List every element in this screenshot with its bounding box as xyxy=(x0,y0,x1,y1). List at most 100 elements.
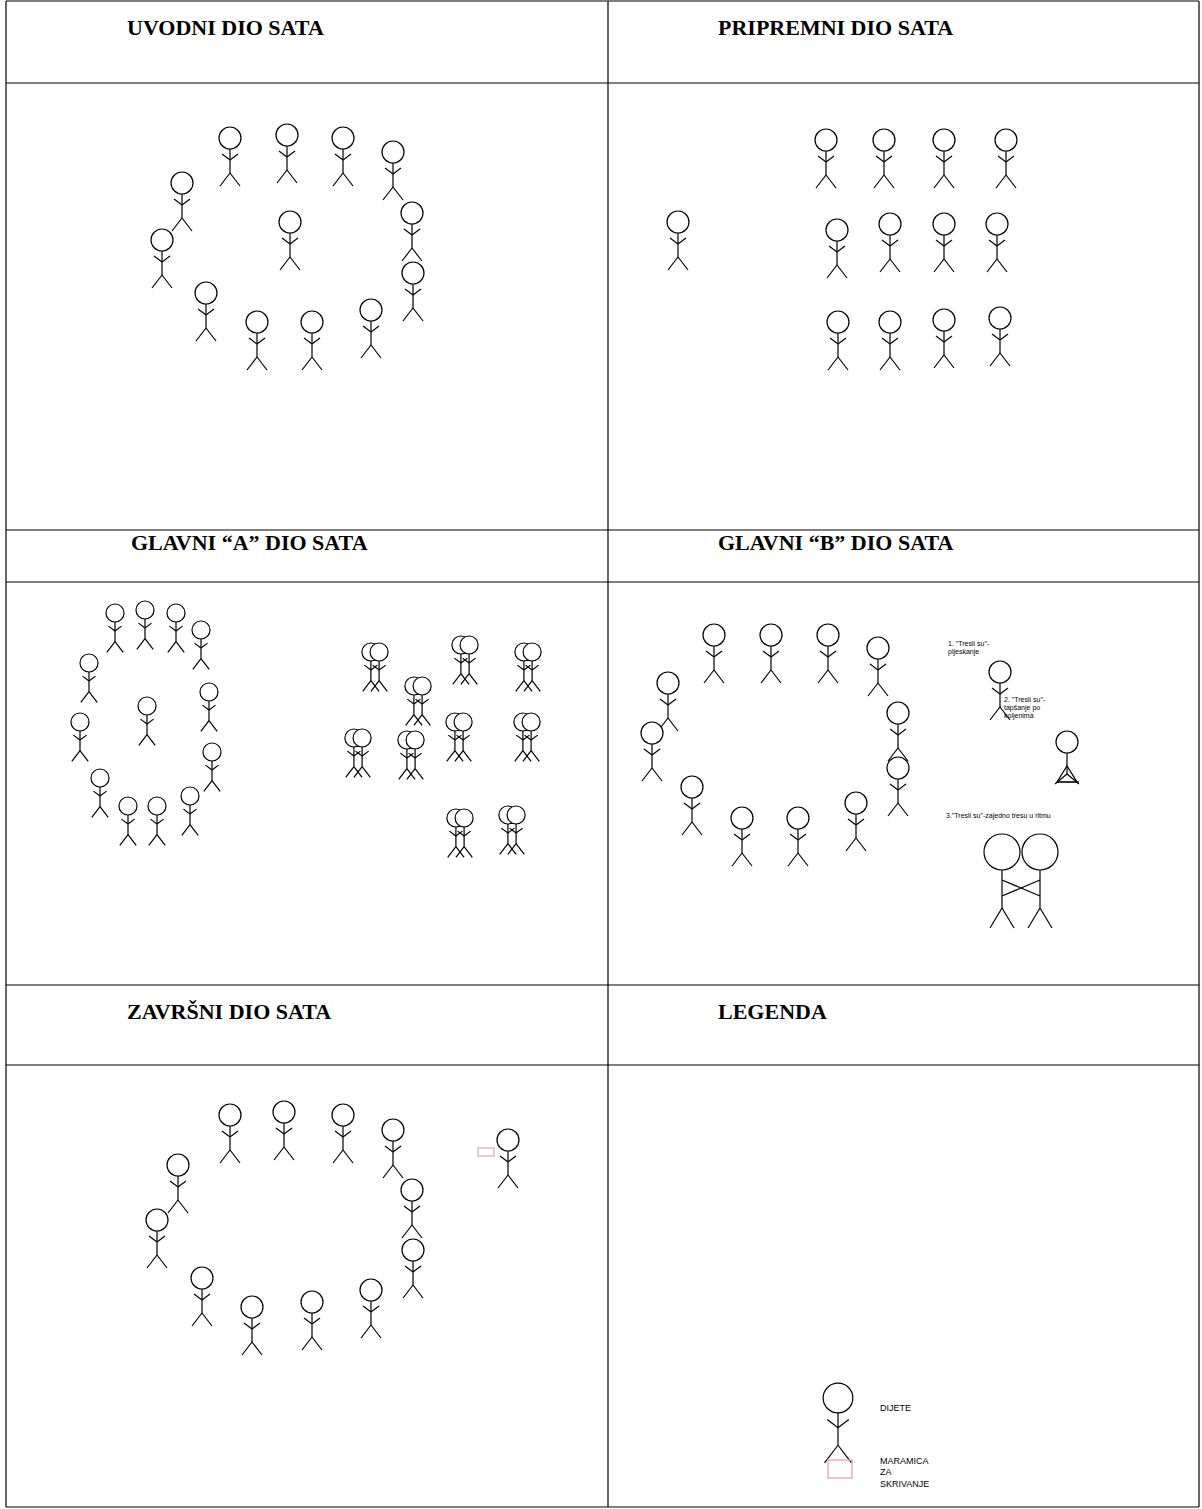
table-rule xyxy=(607,1,608,1507)
child-figure xyxy=(460,636,478,684)
child-figure xyxy=(241,1296,263,1355)
legend-text: MARAMICA ZA SKRIVANJE xyxy=(880,1456,940,1490)
table-rule xyxy=(5,1,6,1507)
child-figure xyxy=(219,127,241,186)
table-grid xyxy=(6,1,1199,1507)
section-heading: LEGENDA xyxy=(718,999,827,1025)
handkerchief xyxy=(478,1148,494,1156)
child-figure xyxy=(80,654,98,702)
child-figure xyxy=(148,797,166,845)
child-figure xyxy=(138,697,156,745)
child-figure xyxy=(370,643,388,691)
table-rule xyxy=(1198,1,1199,1507)
child-figure xyxy=(995,129,1017,188)
child-figure xyxy=(989,307,1011,366)
pair-figure xyxy=(984,834,1058,928)
child-figure xyxy=(867,637,889,696)
child-figure xyxy=(703,624,725,683)
child-figure xyxy=(787,807,809,866)
child-figure xyxy=(887,702,909,761)
section-heading: UVODNI DIO SATA xyxy=(127,15,324,41)
child-figure xyxy=(823,1383,853,1463)
child-figure xyxy=(522,713,540,761)
child-figure xyxy=(382,1119,404,1178)
child-figure xyxy=(845,792,867,851)
child-figure xyxy=(933,213,955,272)
child-figure xyxy=(382,141,404,200)
child-figure xyxy=(167,1154,189,1213)
child-figure xyxy=(667,211,689,270)
child-figure xyxy=(986,213,1008,272)
legend-handkerchief xyxy=(828,1460,852,1478)
child-figure xyxy=(760,624,782,683)
table-rule xyxy=(6,0,1199,1)
child-figure xyxy=(279,211,301,270)
section-heading: PRIPREMNI DIO SATA xyxy=(718,15,953,41)
child-figure xyxy=(301,1291,323,1350)
table-rule xyxy=(6,82,1199,83)
table-rule xyxy=(6,984,1199,985)
child-figure xyxy=(731,807,753,866)
child-figure xyxy=(933,309,955,368)
child-figure xyxy=(401,202,423,261)
child-figure xyxy=(91,769,109,817)
child-figure xyxy=(454,713,472,761)
child-figure xyxy=(106,604,124,652)
child-figure xyxy=(815,129,837,188)
child-figure xyxy=(167,604,185,652)
section-heading: ZAVRŠNI DIO SATA xyxy=(127,999,331,1025)
child-figure xyxy=(523,643,541,691)
child-figure xyxy=(413,677,431,725)
child-figure xyxy=(887,757,909,816)
child-figure xyxy=(246,311,268,370)
child-figure xyxy=(276,124,298,183)
child-figure xyxy=(497,1129,519,1188)
child-figure xyxy=(402,1239,424,1298)
child-figure xyxy=(681,776,703,835)
child-figure xyxy=(203,743,221,791)
child-figure xyxy=(119,797,137,845)
child-figure xyxy=(136,601,154,649)
child-figure xyxy=(273,1101,295,1160)
child-figure xyxy=(873,129,895,188)
child-figure xyxy=(507,806,525,854)
child-figure xyxy=(192,621,210,669)
child-figure xyxy=(360,1279,382,1338)
child-figure xyxy=(332,127,354,186)
child-figure xyxy=(989,661,1011,720)
child-figure xyxy=(879,213,901,272)
child-figure xyxy=(191,1267,213,1326)
child-figure xyxy=(826,219,848,278)
section-heading: GLAVNI “A” DIO SATA xyxy=(131,530,368,556)
activity-note: 2. "Tresli su"- tapšanje po koljenima xyxy=(1004,696,1060,720)
child-figure xyxy=(406,731,424,779)
child-figure xyxy=(332,1104,354,1163)
child-figure xyxy=(817,624,839,683)
child-figure xyxy=(301,311,323,370)
child-figure xyxy=(827,311,849,370)
child-figure xyxy=(657,672,679,731)
child-figure xyxy=(151,229,173,288)
child-figure xyxy=(360,299,382,358)
child-figure xyxy=(353,729,371,777)
child-figure xyxy=(455,809,473,857)
child-figure xyxy=(219,1104,241,1163)
child-figure xyxy=(401,1179,423,1238)
table-rule xyxy=(6,1064,1199,1065)
table-rule xyxy=(6,581,1199,582)
child-figure xyxy=(171,172,193,231)
section-heading: GLAVNI “B” DIO SATA xyxy=(718,530,953,556)
child-figure xyxy=(879,311,901,370)
child-figure xyxy=(181,787,199,835)
child-figure xyxy=(200,683,218,731)
table-rule xyxy=(6,1506,1199,1507)
child-figure xyxy=(146,1209,168,1268)
activity-note: 3."Tresli su"-zajedno tresu u ritmu xyxy=(946,812,1066,820)
child-figure xyxy=(195,282,217,341)
child-figure xyxy=(71,713,89,761)
legend-text: DIJETE xyxy=(880,1403,1000,1414)
activity-note: 1. "Tresli su"- pljeskanje xyxy=(948,640,1010,656)
child-figure xyxy=(933,129,955,188)
child-figure xyxy=(402,262,424,321)
